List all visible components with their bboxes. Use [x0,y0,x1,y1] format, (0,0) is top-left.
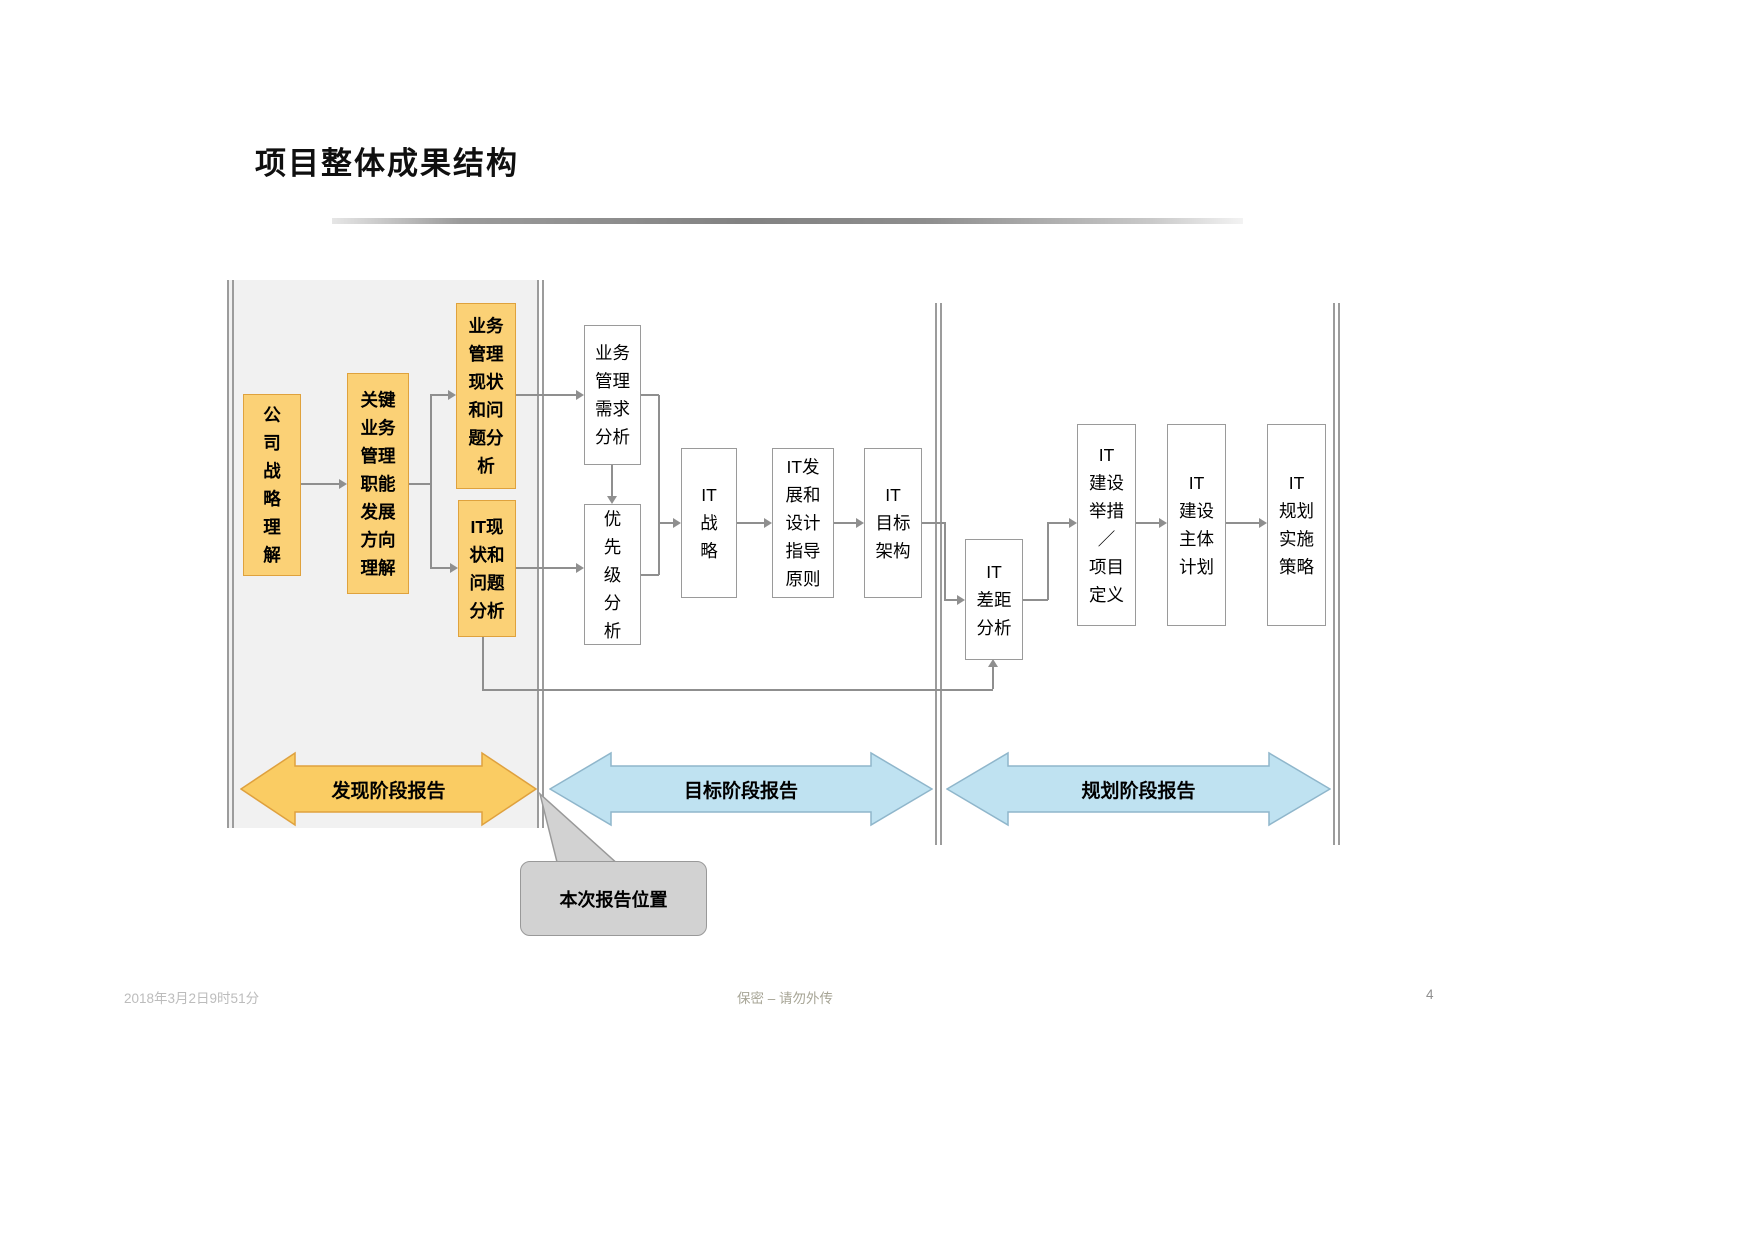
box-it-status-and-problem-analysis: IT现 状和 问题 分析 [458,500,516,637]
box-it-target-architecture: IT 目标 架构 [864,448,922,598]
connector-line [737,522,764,524]
box-label: IT 建设 举措 ／ 项目 定义 [1089,445,1124,605]
box-label: 关键 业务 管理 职能 发展 方向 理解 [360,389,396,578]
connector-arrowhead [673,518,681,528]
phase-divider-line [1338,303,1340,845]
connector-arrowhead [339,479,347,489]
banner-discovery-phase [240,751,537,827]
box-it-gap-analysis: IT 差距 分析 [965,539,1023,660]
connector-line [944,599,957,601]
connector-line [430,567,450,569]
box-label: 业务 管理 现状 和问 题分 析 [468,316,504,476]
connector-arrowhead [1069,518,1077,528]
box-it-planning-implementation-strategy: IT 规划 实施 策略 [1267,424,1326,626]
phase-divider-line [940,303,942,845]
connector-arrowhead [607,496,617,504]
connector-arrowhead [1159,518,1167,528]
connector-line [1226,522,1259,524]
phase-divider-line [537,280,539,828]
box-business-mgmt-requirement-analysis: 业务 管理 需求 分析 [584,325,641,465]
page-title: 项目整体成果结构 [255,146,519,181]
box-company-strategy-understanding: 公 司 战 略 理 解 [243,394,301,576]
connector-line [922,522,946,524]
box-key-business-function-direction-understanding: 关键 业务 管理 职能 发展 方向 理解 [347,373,409,594]
connector-line [641,394,659,396]
box-it-construction-master-plan: IT 建设 主体 计划 [1167,424,1226,626]
connector-line [430,394,448,396]
phase-divider-line [935,303,937,845]
callout-current-report-position: 本次报告位置 [520,861,707,936]
footer-page-number: 4 [1426,987,1434,1002]
connector-line [1136,522,1159,524]
box-label: 优 先 级 分 析 [603,508,622,641]
connector-arrowhead [988,659,998,667]
connector-arrowhead [856,518,864,528]
box-label: IT 规划 实施 策略 [1279,473,1314,577]
phase-divider-line [227,280,229,828]
box-label: 业务 管理 需求 分析 [595,343,630,447]
box-label: IT 建设 主体 计划 [1179,473,1214,577]
footer-datetime: 2018年3月2日9时51分 [124,991,260,1006]
box-business-mgmt-status-and-problem-analysis: 业务 管理 现状 和问 题分 析 [456,303,516,489]
box-priority-analysis: 优 先 级 分 析 [584,504,641,645]
phase-divider-line [542,280,544,828]
title-divider [332,218,1243,224]
banner-arrow-shape [240,751,537,827]
connector-line [1047,523,1049,600]
connector-arrowhead [450,563,458,573]
callout-tail-shape [538,791,622,867]
phase-divider-line [232,280,234,828]
connector-arrowhead [764,518,772,528]
connector-arrowhead [576,390,584,400]
connector-line [641,574,659,576]
box-it-development-design-guiding-principles: IT发 展和 设计 指导 原则 [772,448,834,598]
connector-line [516,394,576,396]
connector-line [301,483,339,485]
box-label: 公 司 战 略 理 解 [263,405,281,565]
callout-tail [538,791,622,867]
connector-line [1047,522,1069,524]
box-label: IT 差距 分析 [976,561,1012,638]
banner-target-phase [549,751,933,827]
connector-line [409,483,431,485]
box-it-strategy: IT 战 略 [681,448,737,598]
banner-arrow-shape [946,751,1331,827]
box-label: IT 目标 架构 [875,485,911,561]
callout-label: 本次报告位置 [559,889,668,910]
box-label: IT现 状和 问题 分析 [469,516,505,621]
banner-planning-phase [946,751,1331,827]
connector-arrowhead [576,563,584,573]
phase-divider-line [1333,303,1335,845]
connector-line [482,637,484,689]
box-label: IT发 展和 设计 指导 原则 [785,457,821,589]
connector-line [992,667,994,689]
box-it-initiatives-project-definition: IT 建设 举措 ／ 项目 定义 [1077,424,1136,626]
connector-line [658,522,673,524]
connector-line [944,523,946,600]
connector-line [482,689,993,691]
footer-confidential-notice: 保密 – 请勿外传 [737,991,834,1006]
box-label: IT 战 略 [700,485,718,561]
connector-arrowhead [1259,518,1267,528]
connector-line [834,522,856,524]
connector-line [1023,599,1048,601]
connector-arrowhead [448,390,456,400]
connector-arrowhead [957,595,965,605]
connector-line [611,465,613,496]
banner-arrow-shape [549,751,933,827]
connector-line [658,395,660,575]
connector-line [516,567,576,569]
connector-line [430,395,432,569]
